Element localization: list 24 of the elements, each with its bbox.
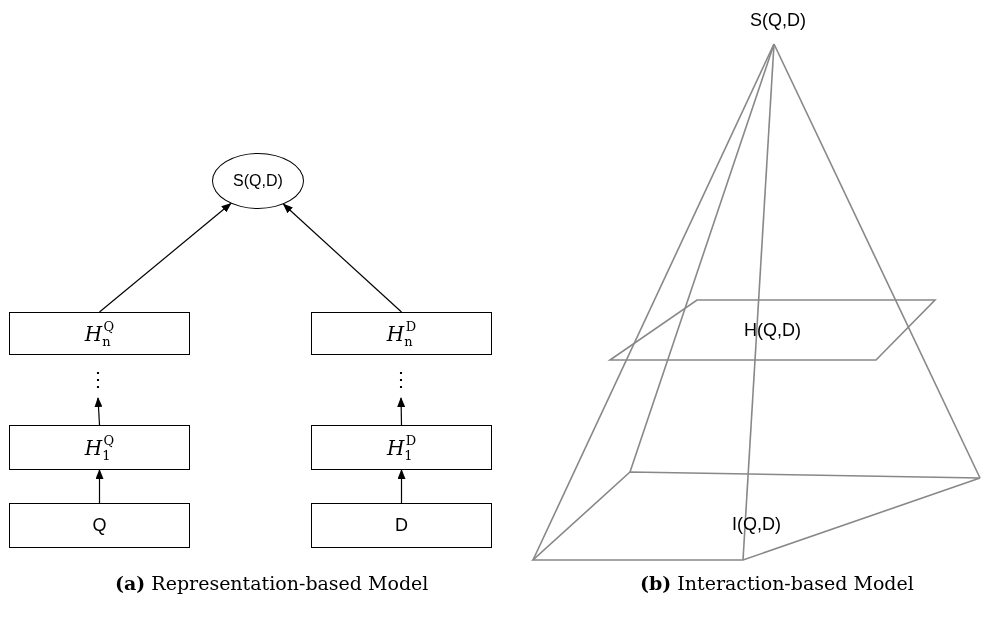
pyramid-layer-plane (610, 300, 935, 360)
node-label: I(Q,D) (732, 513, 781, 535)
figure-caption: (b) Interaction-based Model (640, 572, 914, 594)
arrow (282, 203, 403, 313)
ellipsis-text: ⋮ (391, 367, 411, 391)
arrow (397, 469, 406, 504)
apex-label: S(Q,D) (750, 10, 806, 31)
layer-box (9, 425, 190, 470)
layer-box (9, 503, 190, 548)
pyramid-layer-plane (533, 472, 980, 560)
layer-box (311, 425, 492, 470)
arrow (98, 202, 232, 313)
layer-box (311, 503, 492, 548)
layer-box (311, 312, 492, 355)
layer-box (9, 312, 190, 355)
arrow (397, 397, 406, 426)
node-label: S(Q,D) (233, 172, 283, 190)
node-label: D (395, 515, 408, 536)
node-label: H(Q,D) (744, 319, 801, 341)
arrow (95, 469, 104, 504)
node-label: Q (92, 515, 107, 536)
ellipsis-text: ⋮ (88, 367, 108, 391)
figure-caption: (a) Representation-based Model (115, 572, 429, 594)
arrow (94, 397, 103, 426)
